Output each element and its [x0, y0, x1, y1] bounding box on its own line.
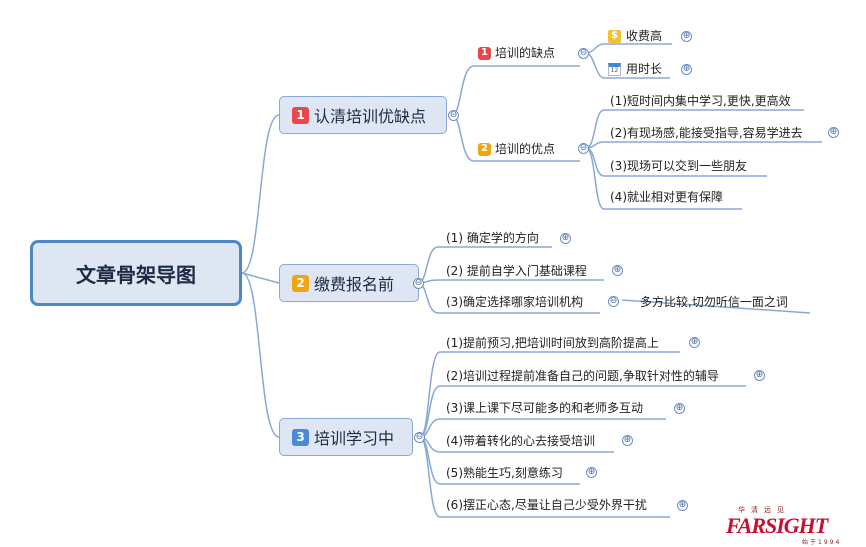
collapse-icon-advantages[interactable]: ⊖ [578, 143, 589, 154]
priority-badge-3: 3 [292, 428, 309, 446]
item-time[interactable]: 12 用时长 [608, 61, 662, 77]
branch-1-node[interactable]: 1 认清培训优缺点 [279, 96, 447, 134]
root-title: 文章骨架导图 [76, 262, 196, 287]
expand-icon-study-5[interactable]: ⊕ [586, 467, 597, 478]
expand-icon-prep-1[interactable]: ⊕ [560, 233, 571, 244]
priority-badge-2: 2 [292, 274, 309, 292]
expand-icon-study-3[interactable]: ⊕ [674, 403, 685, 414]
collapse-icon-prep-3[interactable]: ⊖ [608, 296, 619, 307]
farsight-logo: 华清远见 FARSIGHT 始于1994 [726, 506, 842, 546]
priority-badge-2: 2 [478, 142, 491, 156]
item-advantage-3[interactable]: (3)现场可以交到一些朋友 [610, 159, 747, 173]
branch-2-node[interactable]: 2 缴费报名前 [279, 264, 419, 302]
item-study-5[interactable]: (5)熟能生巧,刻意练习 [446, 466, 563, 480]
item-study-6[interactable]: (6)摆正心态,尽量让自己少受外界干扰 [446, 498, 647, 512]
item-advantage-4[interactable]: (4)就业相对更有保障 [610, 190, 723, 204]
expand-icon-study-2[interactable]: ⊕ [754, 370, 765, 381]
item-cost[interactable]: $ 收费高 [608, 28, 662, 44]
item-prep-1[interactable]: (1) 确定学的方向 [446, 231, 539, 245]
expand-icon-prep-2[interactable]: ⊕ [612, 265, 623, 276]
item-study-3[interactable]: (3)课上课下尽可能多的和老师多互动 [446, 401, 643, 415]
collapse-icon-branch-3[interactable]: ⊖ [414, 432, 425, 443]
branch-3-label: 培训学习中 [314, 429, 395, 448]
branch-1-label: 认清培训优缺点 [314, 107, 427, 126]
priority-badge-1: 1 [292, 106, 309, 124]
item-prep-3[interactable]: (3)确定选择哪家培训机构 [446, 295, 583, 309]
collapse-icon-disadvantages[interactable]: ⊖ [578, 48, 589, 59]
item-prep-2[interactable]: (2) 提前自学入门基础课程 [446, 264, 587, 278]
root-node[interactable]: 文章骨架导图 [30, 240, 242, 306]
calendar-icon: 12 [608, 62, 621, 76]
item-study-4[interactable]: (4)带着转化的心去接受培训 [446, 434, 595, 448]
branch-3-node[interactable]: 3 培训学习中 [279, 418, 413, 456]
priority-badge-1: 1 [478, 46, 491, 60]
item-advantage-2[interactable]: (2)有现场感,能接受指导,容易学进去 [610, 126, 803, 140]
collapse-icon-branch-2[interactable]: ⊖ [413, 278, 424, 289]
branch-2-label: 缴费报名前 [314, 275, 395, 294]
expand-icon-study-1[interactable]: ⊕ [689, 337, 700, 348]
expand-icon-time[interactable]: ⊕ [681, 64, 692, 75]
sub-node-disadvantages[interactable]: 1 培训的缺点 [478, 45, 555, 61]
item-study-1[interactable]: (1)提前预习,把培训时间放到高阶提高上 [446, 336, 659, 350]
item-prep-3-note[interactable]: 多方比较,切勿听信一面之词 [640, 295, 788, 309]
item-advantage-1[interactable]: (1)短时间内集中学习,更快,更高效 [610, 94, 791, 108]
dollar-icon: $ [608, 29, 621, 43]
sub-node-advantages[interactable]: 2 培训的优点 [478, 141, 555, 157]
expand-icon-study-4[interactable]: ⊕ [622, 435, 633, 446]
collapse-icon-branch-1[interactable]: ⊖ [448, 110, 459, 121]
item-study-2[interactable]: (2)培训过程提前准备自己的问题,争取针对性的辅导 [446, 369, 719, 383]
expand-icon-cost[interactable]: ⊕ [681, 31, 692, 42]
expand-icon-study-6[interactable]: ⊕ [677, 500, 688, 511]
expand-icon-advantage-2[interactable]: ⊕ [828, 127, 839, 138]
